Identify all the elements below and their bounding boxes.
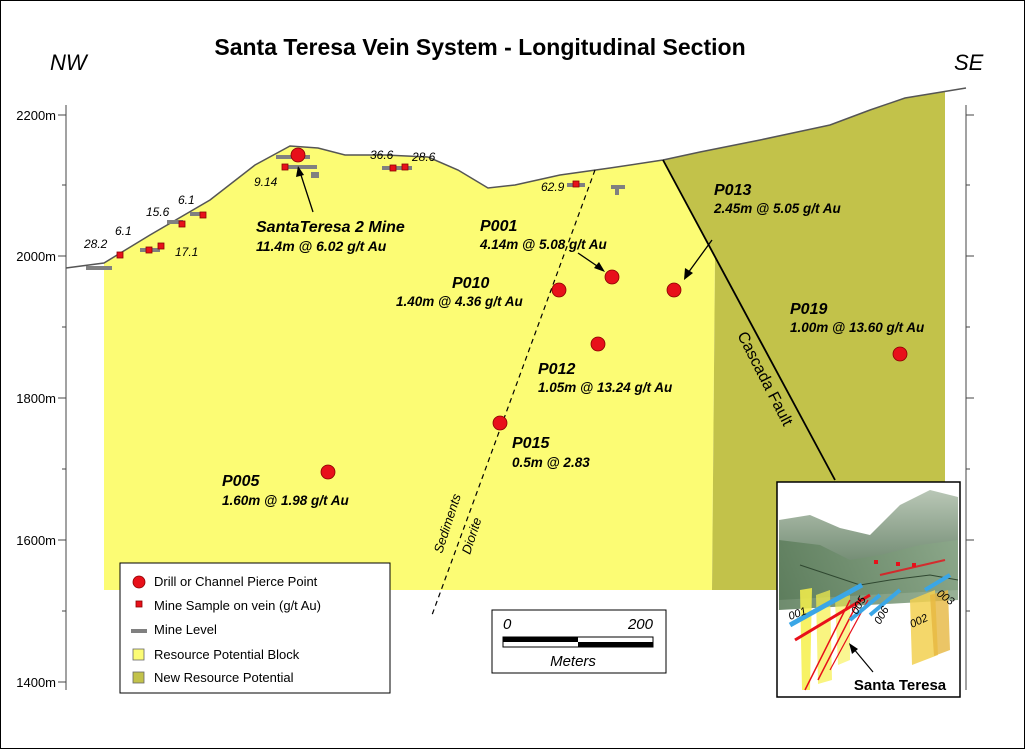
mine-sample-value: 15.6 — [146, 205, 170, 219]
mine-sample-value: 6.1 — [178, 193, 195, 207]
pierce-result-p013: 2.45m @ 5.05 g/t Au — [713, 201, 841, 216]
pierce-point-p019 — [892, 346, 908, 362]
mine-sample-value: 28.2 — [83, 237, 108, 251]
inset-vein-label: 001 — [787, 605, 808, 623]
legend-pierce-point-icon — [132, 575, 146, 589]
pierce-point-p005 — [320, 464, 336, 480]
scale-bar: 0 200 Meters — [491, 609, 667, 674]
pierce-point-p013 — [666, 282, 682, 298]
elevation-label-1400: 1400m — [16, 675, 56, 690]
mine-sample-value: 28.6 — [411, 150, 436, 164]
pierce-id-p005: P005 — [222, 473, 260, 490]
legend-mine-level-icon — [131, 629, 147, 633]
legend-label: Mine Sample on vein (g/t Au) — [154, 598, 321, 613]
mine-pierce-point — [290, 147, 306, 163]
mine-result: 11.4m @ 6.02 g/t Au — [256, 238, 387, 254]
pierce-point-p015 — [492, 415, 508, 431]
scale-unit: Meters — [550, 653, 596, 670]
pierce-id-p001: P001 — [480, 218, 517, 235]
mine-sample-value: 17.1 — [175, 245, 198, 259]
pierce-result-p015: 0.5m @ 2.83 — [512, 455, 590, 470]
sediments-diorite-contact — [431, 169, 596, 616]
pierce-id-p015: P015 — [512, 435, 550, 452]
mine-sample-value: 62.9 — [541, 180, 565, 194]
elevation-label-1800: 1800m — [16, 391, 56, 406]
inset-caption: Santa Teresa — [854, 677, 947, 694]
pierce-point-p010 — [551, 282, 567, 298]
pierce-id-p019: P019 — [790, 301, 827, 318]
legend-label: Drill or Channel Pierce Point — [154, 574, 318, 589]
legend-label: Resource Potential Block — [154, 647, 300, 662]
pierce-id-p010: P010 — [452, 275, 489, 292]
arrowhead-icon — [296, 166, 304, 177]
orientation-se: SE — [954, 50, 984, 75]
pierce-result-p019: 1.00m @ 13.60 g/t Au — [790, 320, 925, 335]
cascada-fault-line — [662, 159, 836, 481]
new-resource-potential-block — [663, 92, 945, 590]
pierce-point-p012 — [590, 336, 606, 352]
mine-callout-arrow — [299, 171, 314, 213]
legend-resource-block-icon — [132, 648, 145, 661]
legend-label: New Resource Potential — [154, 670, 294, 685]
right-axis-ticks — [966, 114, 974, 612]
mine-sample-markers — [116, 163, 580, 259]
elevation-label-1600: 1600m — [16, 533, 56, 548]
mine-sample-value: 6.1 — [115, 224, 132, 238]
mine-sample-value: 9.14 — [254, 175, 278, 189]
legend-mine-sample-icon — [135, 600, 143, 608]
scale-start: 0 — [503, 616, 512, 633]
page-title: Santa Teresa Vein System - Longitudinal … — [214, 34, 745, 60]
left-axis-ticks — [58, 114, 66, 683]
p013-callout-arrow — [687, 239, 713, 274]
orientation-nw: NW — [50, 50, 89, 75]
elevation-label-2000: 2000m — [16, 249, 56, 264]
legend: Drill or Channel Pierce Point Mine Sampl… — [119, 562, 391, 694]
pierce-result-p010: 1.40m @ 4.36 g/t Au — [396, 294, 523, 309]
scale-end: 200 — [627, 616, 654, 633]
pierce-id-p012: P012 — [538, 361, 575, 378]
arrowhead-icon — [684, 268, 693, 280]
pierce-result-p001: 4.14m @ 5.08 g/t Au — [479, 237, 607, 252]
mine-name: SantaTeresa 2 Mine — [256, 219, 405, 236]
elevation-label-2200: 2200m — [16, 108, 56, 123]
mine-sample-value: 36.6 — [370, 148, 394, 162]
topographic-surface — [65, 87, 967, 269]
pierce-points — [320, 269, 908, 480]
pierce-result-p005: 1.60m @ 1.98 g/t Au — [222, 493, 349, 508]
pierce-point-p001 — [604, 269, 620, 285]
pierce-result-p012: 1.05m @ 13.24 g/t Au — [538, 380, 673, 395]
resource-potential-block — [104, 146, 715, 590]
legend-new-resource-icon — [132, 671, 145, 684]
pierce-id-p013: P013 — [714, 182, 751, 199]
arrowhead-icon — [849, 643, 858, 654]
arrowhead-icon — [594, 262, 605, 272]
inset-3d-view — [776, 481, 961, 698]
legend-label: Mine Level — [154, 622, 217, 637]
